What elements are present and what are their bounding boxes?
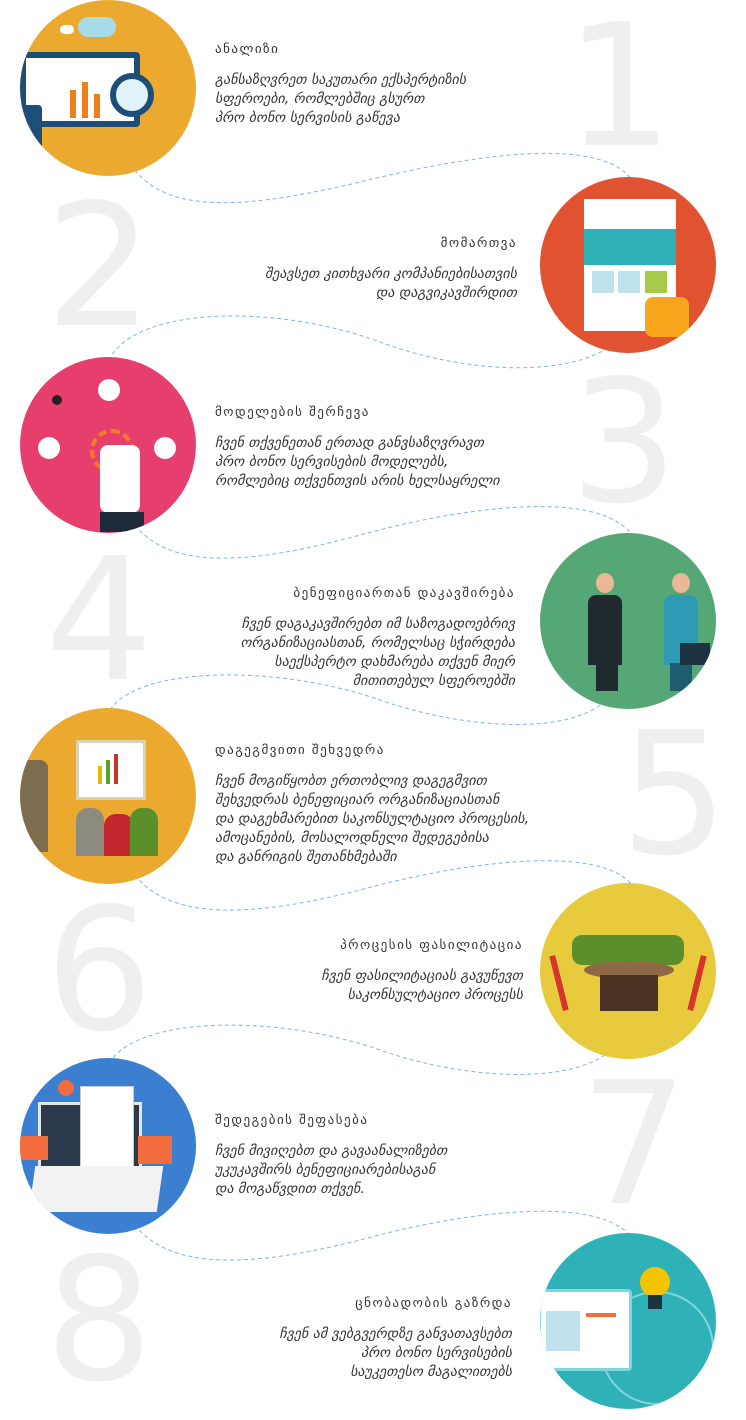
- step-title: დაგეგმვითი შეხვედრა: [215, 743, 385, 758]
- step-title: მოდელების შერჩევა: [215, 405, 370, 420]
- step-6: პროცესის ფასილიტაცია ჩვენ ფასილიტაციას გ…: [321, 938, 523, 1005]
- step-2: მომართვა შეავსეთ კითხვარი კომპანიებისათვ…: [265, 236, 517, 303]
- step-number-4: 4: [45, 522, 154, 720]
- step-number-8: 8: [45, 1222, 154, 1420]
- laptop-documents-icon: [20, 1058, 196, 1234]
- step-8: ცნობადობის გაზრდა ჩვენ ამ ვებგვერდზე გან…: [279, 1296, 512, 1382]
- step-number-5: 5: [620, 696, 729, 894]
- step-7: შედეგების შეფასება ჩვენ მივიღებთ და გავა…: [215, 1113, 447, 1199]
- step-4: ბენეფიციართან დაკავშირება ჩვენ დაგაკავში…: [240, 586, 515, 691]
- step-description: შეავსეთ კითხვარი კომპანიებისათვის და დაგ…: [265, 266, 517, 301]
- step-title: მომართვა: [440, 236, 517, 251]
- step-description: ჩვენ თქვენეთან ერთად განვსაზღვრავთ პრო ბ…: [215, 435, 500, 489]
- step-description: ჩვენ დაგაკავშირებთ იმ საზოგადოებრივ ორგა…: [240, 616, 515, 689]
- step-description: ჩვენ ფასილიტაციას გავუწევთ საკონსულტაციო…: [321, 968, 523, 1003]
- step-number-7: 7: [580, 1046, 689, 1244]
- step-number-6: 6: [45, 872, 154, 1070]
- connector-2-3: [109, 315, 609, 369]
- step-description: ჩვენ მივიღებთ და გავაანალიზებთ უკუკავშირ…: [215, 1143, 448, 1197]
- analytics-monitor-icon: [20, 0, 196, 176]
- step-title: შედეგების შეფასება: [215, 1113, 369, 1128]
- connector-3-4: [134, 506, 633, 559]
- connector-1-2: [134, 152, 633, 204]
- step-title: ცნობადობის გაზრდა: [355, 1296, 512, 1311]
- step-number-1: 1: [565, 0, 674, 186]
- step-5: დაგეგმვითი შეხვედრა ჩვენ მოგიწყობთ ერთობ…: [215, 743, 529, 867]
- connector-7-8: [134, 1210, 633, 1261]
- connector-4-5: [109, 674, 601, 725]
- step-number-3: 3: [570, 344, 679, 542]
- web-idea-icon: [540, 1233, 716, 1409]
- step-title: ბენეფიციართან დაკავშირება: [293, 586, 515, 601]
- presentation-icon: [20, 708, 196, 884]
- step-3: მოდელების შერჩევა ჩვენ თქვენეთან ერთად გ…: [215, 405, 499, 491]
- step-title: ანალიზი: [215, 42, 280, 57]
- connector-5-6: [134, 860, 633, 911]
- step-description: ჩვენ ამ ვებგვერდზე განვათავსებთ პრო ბონო…: [279, 1326, 512, 1380]
- step-number-2: 2: [45, 168, 154, 366]
- step-title: პროცესის ფასილიტაცია: [340, 938, 523, 953]
- connector-6-7: [109, 1024, 606, 1075]
- step-1: ანალიზი განსაზღვრეთ საკუთარი ექსპერტიზის…: [215, 42, 466, 128]
- handshake-icon: [540, 533, 716, 709]
- meeting-table-icon: [540, 883, 716, 1059]
- hand-pointer-network-icon: [20, 357, 196, 533]
- web-form-icon: [540, 177, 716, 353]
- step-description: ჩვენ მოგიწყობთ ერთობლივ დაგეგმვით შეხვედ…: [215, 773, 530, 865]
- step-description: განსაზღვრეთ საკუთარი ექსპერტიზის სფეროებ…: [215, 72, 467, 126]
